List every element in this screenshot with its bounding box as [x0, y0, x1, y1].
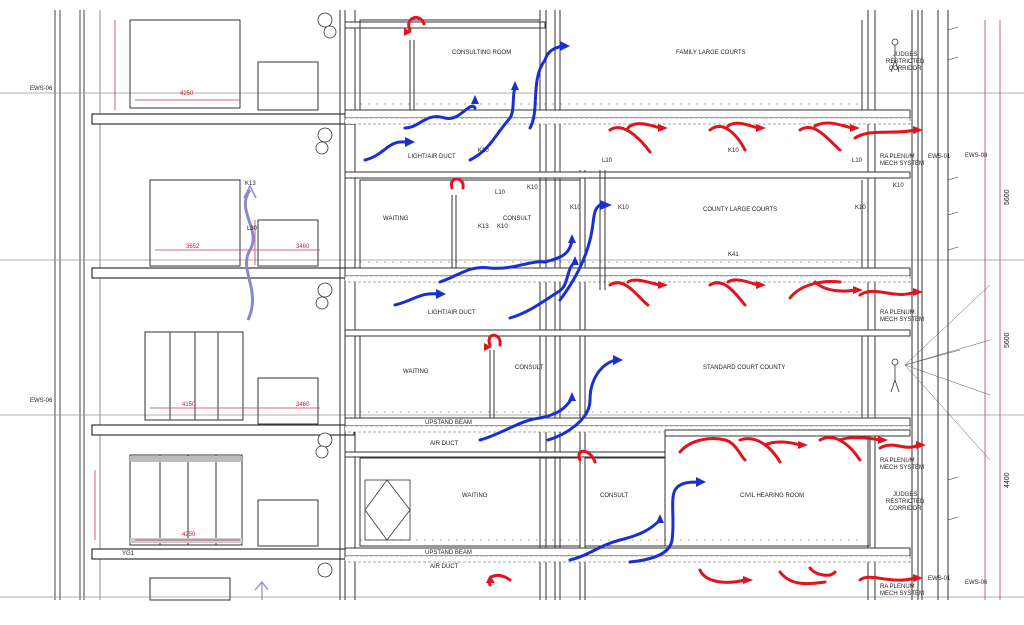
- dimension-lines: [94, 20, 1001, 600]
- left-facade: [54, 10, 101, 600]
- room-consult-1: CONSULT: [503, 216, 532, 222]
- label-air-duct-1: AIR DUCT: [430, 441, 459, 447]
- escape-arrow-bottom: [254, 581, 269, 600]
- dim-4400: 4400: [1004, 472, 1011, 488]
- dim-3460-a: 3460: [296, 244, 310, 250]
- sun-rays: [904, 284, 991, 461]
- label-judges-corridor-top: JUDGES RESTRICTED CORRIDOR: [886, 52, 925, 72]
- room-consulting-room: CONSULTING ROOM: [452, 50, 512, 56]
- tag-k10-e: K10: [497, 224, 508, 230]
- label-judges-corridor-bottom: JUDGES RESTRICTED CORRIDOR: [886, 492, 925, 512]
- dim-3652: 3652: [186, 244, 200, 250]
- room-waiting-1: WAITING: [383, 216, 409, 222]
- tag-k10-a: K10: [478, 148, 489, 154]
- supply-air-arrows: [363, 44, 700, 564]
- tag-k13-b: K13: [478, 224, 489, 230]
- room-standard-court-county: STANDARD COURT COUNTY: [703, 365, 786, 371]
- return-air-arrows: [407, 15, 920, 587]
- tag-ews-06-a: EWS-06: [30, 86, 53, 92]
- right-facade: [867, 10, 949, 600]
- planting: [315, 12, 337, 578]
- balcony-rail-fill: [130, 456, 242, 462]
- tag-l30: L30: [247, 226, 258, 232]
- dim-5600-a: 5600: [1004, 189, 1011, 205]
- balcony-base-fill: [130, 538, 242, 543]
- supply-air-heads: [405, 41, 706, 523]
- escape-path: [243, 189, 255, 321]
- label-light-air-duct-1: LIGHT/AIR DUCT: [408, 154, 456, 160]
- main-slabs: [344, 21, 911, 563]
- door-x: [364, 479, 411, 541]
- tag-l10-c: L10: [495, 190, 506, 196]
- dim-4250: 4250: [180, 91, 194, 97]
- tag-k41: K41: [728, 252, 739, 258]
- tag-k10-f: K10: [618, 205, 629, 211]
- tag-l10-b: L10: [852, 158, 863, 164]
- tag-l10-a: L10: [602, 158, 613, 164]
- partitions: [359, 19, 871, 547]
- tag-k10-g: K10: [855, 205, 866, 211]
- tag-k10-d: K10: [570, 205, 581, 211]
- room-family-large-courts: FAMILY LARGE COURTS: [676, 50, 746, 56]
- room-consult-3: CONSULT: [600, 493, 629, 499]
- tag-yg1: YG1: [122, 551, 135, 557]
- tag-k13-a: K13: [245, 181, 256, 187]
- room-waiting-2: WAITING: [403, 369, 429, 375]
- label-light-air-duct-2: LIGHT/AIR DUCT: [428, 310, 476, 316]
- dim-5600-b: 5600: [1004, 332, 1011, 348]
- label-upstand-beam-2: UPSTAND BEAM: [425, 550, 472, 556]
- balconies: [129, 19, 319, 601]
- room-waiting-3: WAITING: [462, 493, 488, 499]
- figures: [890, 38, 900, 393]
- label-upstand-beam-1: UPSTAND BEAM: [425, 420, 472, 426]
- facade-ticks: [947, 26, 959, 521]
- room-county-large-courts: COUNTY LARGE COURTS: [703, 207, 778, 213]
- tag-k10-b: K10: [728, 148, 739, 154]
- tag-ews-01-a: EWS-01: [928, 154, 951, 160]
- dim-4150: 4150: [182, 402, 196, 408]
- tag-k10-h: K10: [893, 183, 904, 189]
- tag-ews-08-a: EWS-08: [965, 153, 988, 159]
- ceiling-ticks: [360, 103, 860, 541]
- label-air-duct-2: AIR DUCT: [430, 564, 459, 570]
- room-consult-2: CONSULT: [515, 365, 544, 371]
- tag-k10-c: K10: [527, 185, 538, 191]
- dim-3460-b: 3460: [296, 402, 310, 408]
- level-lines: [0, 92, 1024, 598]
- dim-4250-b: 4250: [182, 532, 196, 538]
- tag-ews-06-c: EWS-06: [965, 580, 988, 586]
- return-air-heads: [404, 28, 926, 584]
- room-civil-hearing-room: CIVIL HEARING ROOM: [740, 493, 805, 499]
- tag-ews-06-b: EWS-06: [30, 398, 53, 404]
- tag-ews-01-b: EWS-01: [928, 576, 951, 582]
